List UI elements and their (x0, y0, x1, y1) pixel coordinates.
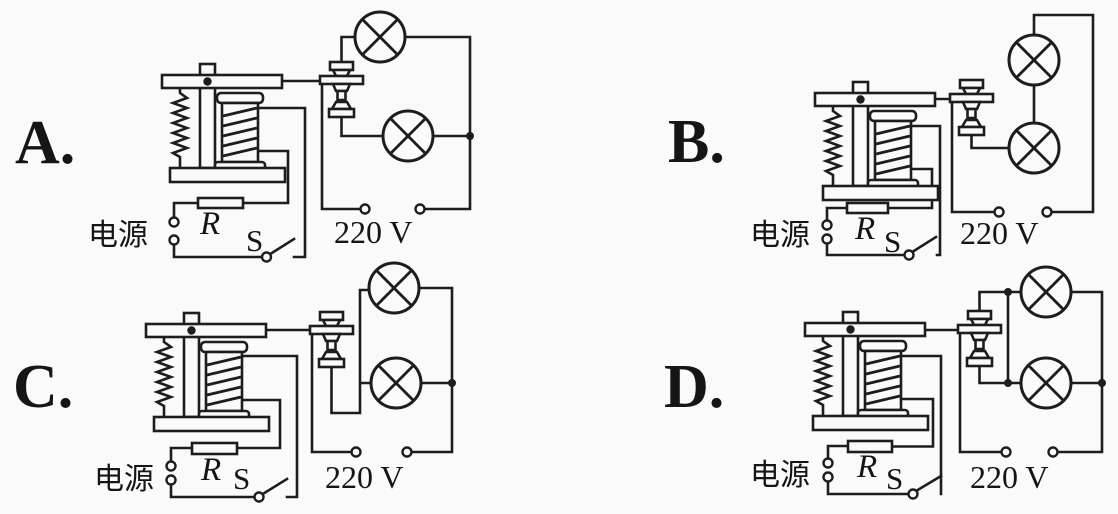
option-letter: A. (15, 109, 75, 177)
junction-dot (1098, 379, 1106, 387)
junction-dot (1004, 379, 1012, 387)
mains-terminal (359, 203, 371, 215)
contact-stack (956, 309, 1003, 368)
junction-dot (1004, 288, 1012, 296)
circuit-option-b: B. 电源 R S 220 V (668, 13, 1095, 261)
mains-terminal (401, 446, 413, 458)
switch-terminal (260, 251, 273, 263)
circuit-option-a: A. 电源 R S 220 V (15, 10, 474, 263)
source-terminal (165, 460, 177, 472)
circuit-option-d: D. 电源 R S 220 V (664, 265, 1106, 500)
lamp-top (1007, 33, 1061, 87)
source-terminal (821, 233, 833, 245)
circuit-option-c: C. 电源 R S 220 V (13, 261, 456, 503)
contact-stack (948, 78, 995, 137)
lamp-bottom (1007, 121, 1061, 175)
wires (172, 35, 472, 259)
mains-terminal (993, 206, 1005, 218)
lamp-top (1019, 265, 1073, 319)
wires (826, 290, 1104, 496)
power-source-label: 电源 (88, 219, 148, 252)
resistor-label: R (856, 449, 877, 485)
resistor-box (845, 201, 890, 215)
option-letter: B. (668, 108, 725, 176)
lamp-bottom (1019, 356, 1073, 410)
switch-terminal (903, 249, 915, 261)
option-letter: D. (664, 353, 724, 421)
voltage-label: 220 V (960, 215, 1039, 251)
voltage-label: 220 V (970, 459, 1049, 495)
resistor-box (846, 439, 894, 454)
resistor-box (190, 441, 239, 456)
switch-terminal (253, 491, 265, 503)
source-terminal (822, 457, 834, 469)
switch-lever (914, 474, 943, 493)
switch-label: S (884, 224, 901, 259)
relay (160, 62, 287, 184)
junction-dot (448, 379, 456, 387)
power-source-label: 电源 (94, 463, 154, 496)
power-source-label: 电源 (750, 219, 810, 252)
switch-label: S (886, 461, 903, 496)
relay (803, 310, 930, 432)
source-terminal (168, 234, 180, 246)
mains-terminal (414, 203, 426, 215)
contact-stack (308, 310, 355, 369)
resistor-box (196, 196, 245, 210)
switch-terminal (907, 488, 919, 500)
wires (169, 286, 454, 499)
lamp-bottom (381, 109, 435, 163)
mains-terminal (350, 446, 362, 458)
option-letter: C. (13, 353, 73, 421)
contact-stack (318, 60, 365, 119)
lamp-top (367, 261, 421, 315)
source-terminal (821, 219, 833, 231)
mains-terminal (1000, 446, 1012, 458)
source-terminal (165, 474, 177, 486)
source-terminal (822, 471, 834, 483)
junction-dot (466, 132, 474, 140)
lamp-top (353, 10, 407, 64)
relay (144, 311, 271, 433)
switch-label: S (233, 461, 250, 496)
resistor-label: R (199, 206, 220, 242)
mains-terminal (1041, 206, 1053, 218)
source-terminal (168, 216, 180, 228)
switch-label: S (246, 223, 263, 258)
switch-lever (260, 477, 289, 497)
relay (813, 80, 940, 202)
mains-terminal (1047, 446, 1059, 458)
resistor-label: R (200, 452, 221, 488)
lamp-bottom (369, 356, 423, 410)
voltage-label: 220 V (334, 214, 413, 250)
switch-lever (909, 235, 938, 255)
power-source-label: 电源 (750, 459, 810, 492)
voltage-label: 220 V (325, 459, 404, 495)
resistor-label: R (854, 211, 875, 247)
switch-lever (267, 237, 296, 257)
